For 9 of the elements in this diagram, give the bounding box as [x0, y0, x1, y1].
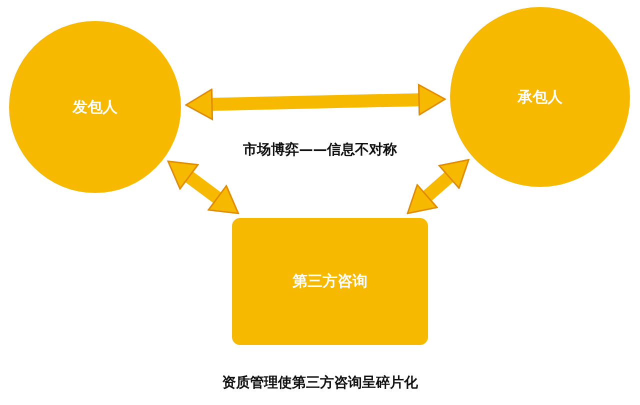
double-arrow	[167, 160, 240, 214]
process-box	[232, 218, 428, 345]
annotation-text: 资质管理使第三方咨询呈碎片化	[222, 374, 418, 392]
node-label: 第三方咨询	[292, 272, 368, 291]
annotation-text: 市场博弈——信息不对称	[243, 141, 397, 159]
double-arrow	[185, 84, 446, 120]
node-label: 发包人	[72, 98, 118, 116]
double-arrow	[406, 158, 470, 214]
node-label: 承包人	[518, 88, 562, 106]
